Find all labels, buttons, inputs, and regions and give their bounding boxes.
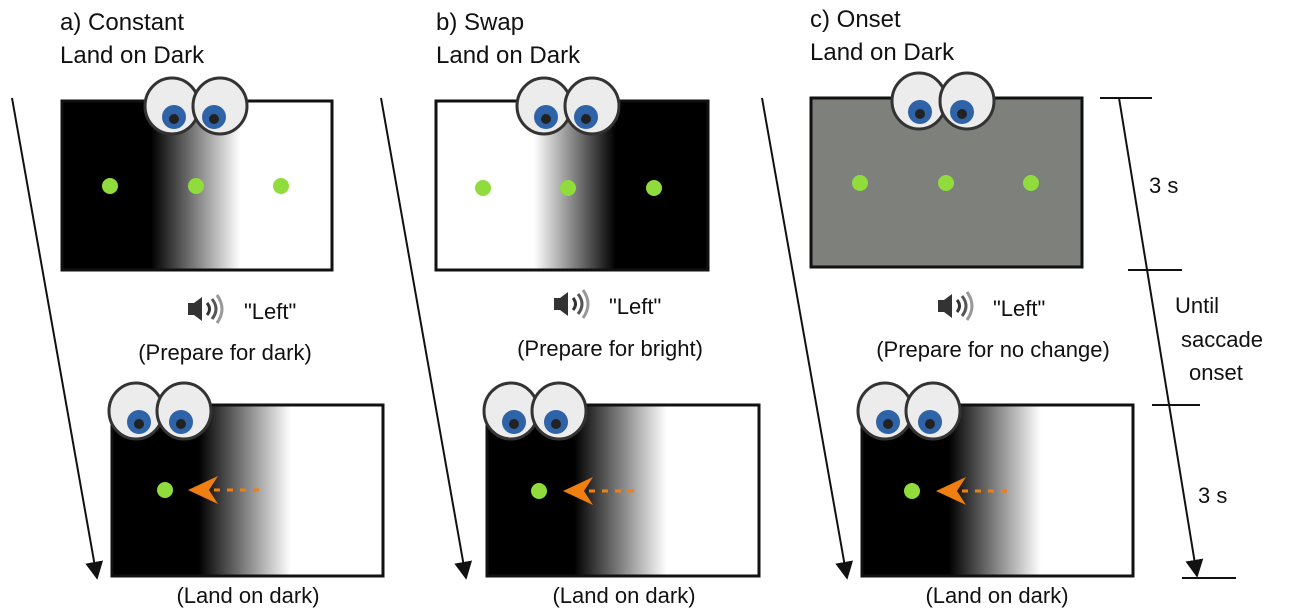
- target-dot: [531, 483, 547, 499]
- target-dot: [1023, 175, 1039, 191]
- panel-b-title-line2: Land on Dark: [436, 42, 581, 69]
- target-dot: [102, 178, 118, 194]
- target-dot: [475, 180, 491, 196]
- panel-c-title-line1: c) Onset: [810, 6, 901, 33]
- time-arrow-icon: [761, 97, 854, 580]
- timeline-segment-3: 3 s: [1198, 483, 1227, 508]
- target-dot: [646, 180, 662, 196]
- instruction-text: (Prepare for no change): [876, 337, 1110, 362]
- bottom-screen-a: [110, 403, 385, 578]
- speaker-icon: [938, 291, 974, 321]
- panel-c-title-line2: Land on Dark: [810, 39, 955, 66]
- outcome-text: (Land on dark): [925, 583, 1068, 608]
- eyes-icon: [515, 76, 621, 136]
- time-arrow-icon: [1118, 97, 1204, 578]
- target-dot: [560, 180, 576, 196]
- outcome-text: (Land on dark): [552, 583, 695, 608]
- target-dot: [157, 482, 173, 498]
- target-dot: [188, 178, 204, 194]
- cue-word: "Left": [993, 296, 1045, 321]
- panel-a-title-line1: a) Constant: [60, 9, 184, 36]
- cue-word: "Left": [609, 294, 661, 319]
- timeline-segment-1: 3 s: [1149, 173, 1178, 198]
- timeline-segment-2-line3: onset: [1189, 360, 1243, 385]
- panel-b-title-line1: b) Swap: [436, 9, 524, 36]
- time-arrow-icon: [11, 97, 104, 580]
- panel-c: c) Onset Land on Dark "Left" (Prepare fo…: [761, 6, 1135, 608]
- eyes-icon: [890, 71, 996, 131]
- timeline-segment-2-line1: Until: [1175, 293, 1219, 318]
- panel-b: b) Swap Land on Dark "Left" (Prepare for…: [380, 9, 761, 608]
- speaker-icon: [188, 294, 224, 324]
- speaker-icon: [554, 289, 590, 319]
- target-dot: [938, 175, 954, 191]
- instruction-text: (Prepare for dark): [138, 340, 312, 365]
- target-dot: [273, 178, 289, 194]
- timeline: 3 s Until saccade onset 3 s: [1100, 97, 1263, 579]
- time-arrow-icon: [380, 97, 473, 580]
- panel-a: a) Constant Land on Dark "Left" (Prepare…: [11, 9, 385, 608]
- panel-a-title-line2: Land on Dark: [60, 42, 205, 69]
- eyes-icon: [143, 76, 249, 136]
- eyes-icon: [107, 381, 213, 441]
- target-dot: [904, 483, 920, 499]
- instruction-text: (Prepare for bright): [517, 336, 703, 361]
- cue-word: "Left": [244, 299, 296, 324]
- timeline-segment-2-line2: saccade: [1181, 327, 1263, 352]
- eyes-icon: [856, 381, 962, 441]
- outcome-text: (Land on dark): [176, 583, 319, 608]
- saccade-arrow: [936, 477, 1012, 505]
- target-dot: [852, 175, 868, 191]
- saccade-arrow: [188, 476, 264, 504]
- saccade-arrow: [563, 477, 639, 505]
- eyes-icon: [482, 381, 588, 441]
